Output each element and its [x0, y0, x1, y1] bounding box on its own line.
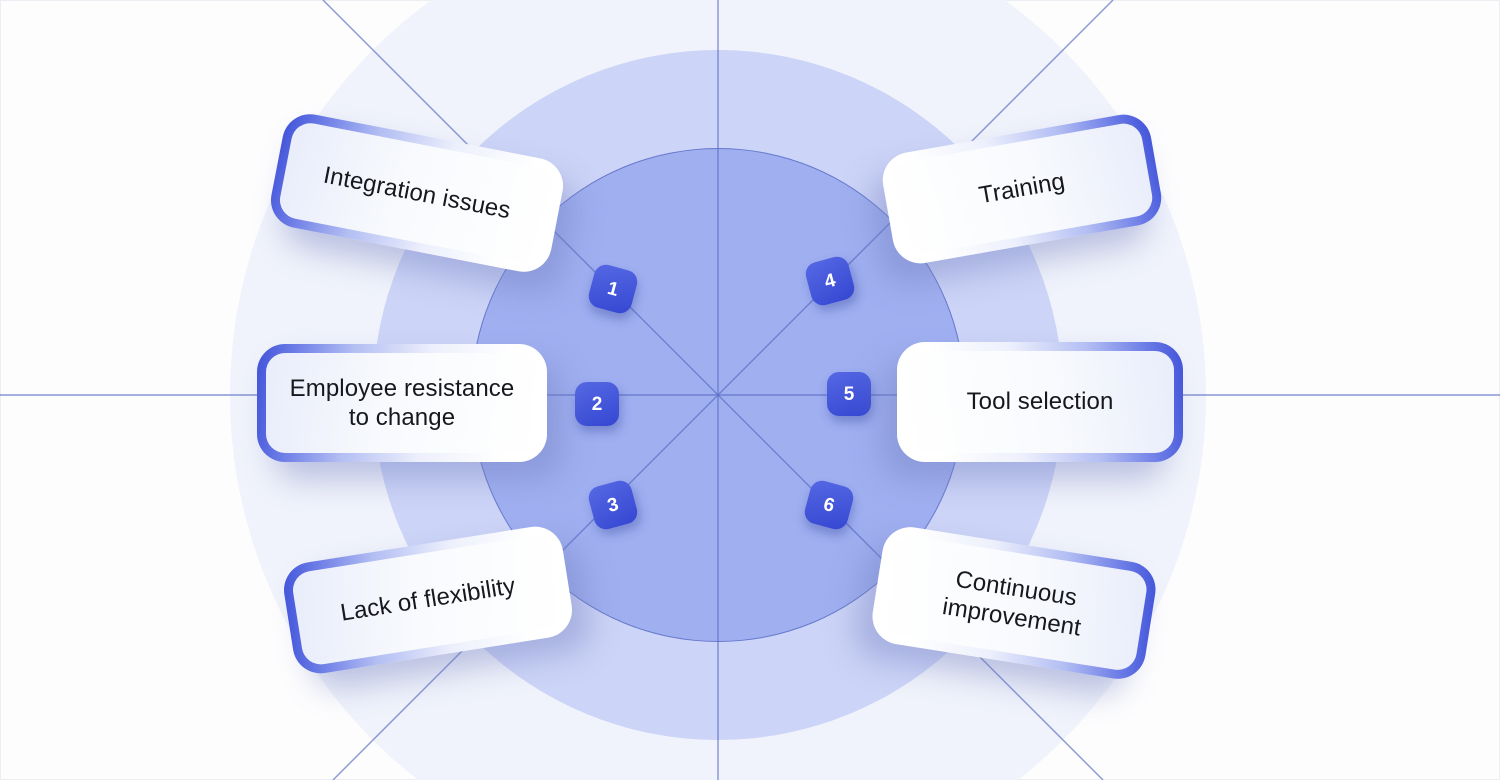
card-label: Training — [976, 168, 1067, 210]
card-body: Tool selection — [906, 351, 1174, 453]
badge-number: 4 — [822, 269, 838, 293]
card-label: Lack of flexibility — [338, 572, 518, 628]
card-employee-resistance: Employee resistance to change — [257, 344, 547, 462]
card-tool-selection: Tool selection — [897, 342, 1183, 462]
number-badge-5: 5 — [827, 372, 871, 416]
card-body: Employee resistance to change — [266, 353, 538, 453]
badge-number: 5 — [843, 383, 855, 405]
badge-number: 2 — [591, 393, 603, 415]
card-label: Tool selection — [966, 388, 1114, 416]
number-badge-2: 2 — [575, 382, 619, 426]
card-label: Integration issues — [321, 161, 513, 225]
card-label: Employee resistance to change — [289, 374, 515, 431]
badge-number: 3 — [605, 493, 621, 517]
card-label: Continuous improvement — [940, 565, 1083, 642]
badge-number: 6 — [821, 493, 837, 517]
badge-number: 1 — [605, 277, 621, 301]
